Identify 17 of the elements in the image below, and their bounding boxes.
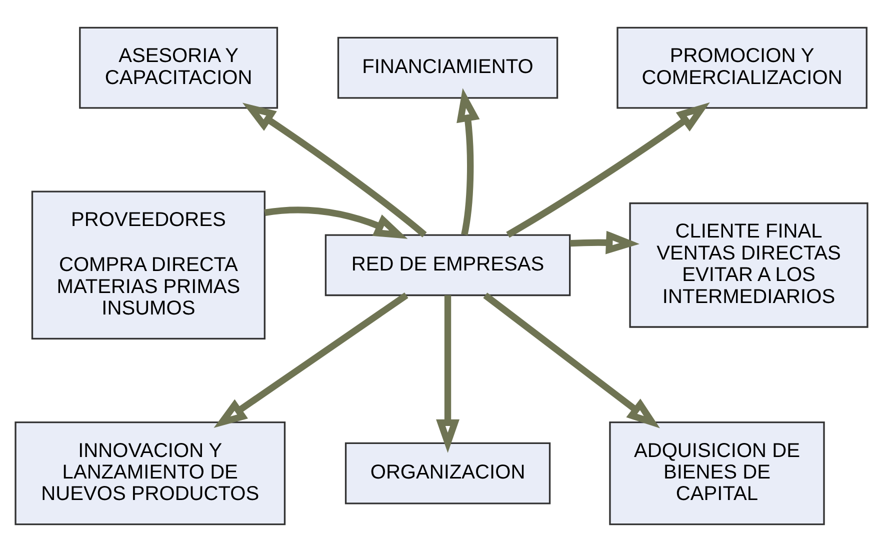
node-box: CLIENTE FINAL VENTAS DIRECTAS EVITAR A LOS INTERMEDIARIOS: [629, 202, 868, 328]
arrow: [456, 88, 480, 235]
arrow: [483, 292, 660, 428]
arrow: [506, 102, 710, 238]
arrow: [214, 292, 408, 428]
node-box: ASESORIA Y CAPACITACION: [79, 26, 278, 108]
node-box: FINANCIAMIENTO: [337, 36, 558, 98]
node-box: ORGANIZACION: [344, 442, 551, 504]
node-box: PROVEEDORES COMPRA DIRECTA MATERIAS PRIMAS INSUMOS: [31, 190, 266, 340]
arrow: [242, 102, 427, 237]
arrow: [264, 206, 408, 238]
arrow: [570, 230, 640, 254]
node-box: RED DE EMPRESAS: [324, 234, 571, 296]
node-box: INNOVACION Y LANZAMIENTO DE NUEVOS PRODUCTOS: [14, 420, 286, 525]
node-box: ADQUISICION DE BIENES DE CAPITAL: [609, 420, 825, 525]
arrow: [436, 294, 460, 452]
node-box: PROMOCION Y COMERCIALIZACION: [616, 26, 868, 108]
